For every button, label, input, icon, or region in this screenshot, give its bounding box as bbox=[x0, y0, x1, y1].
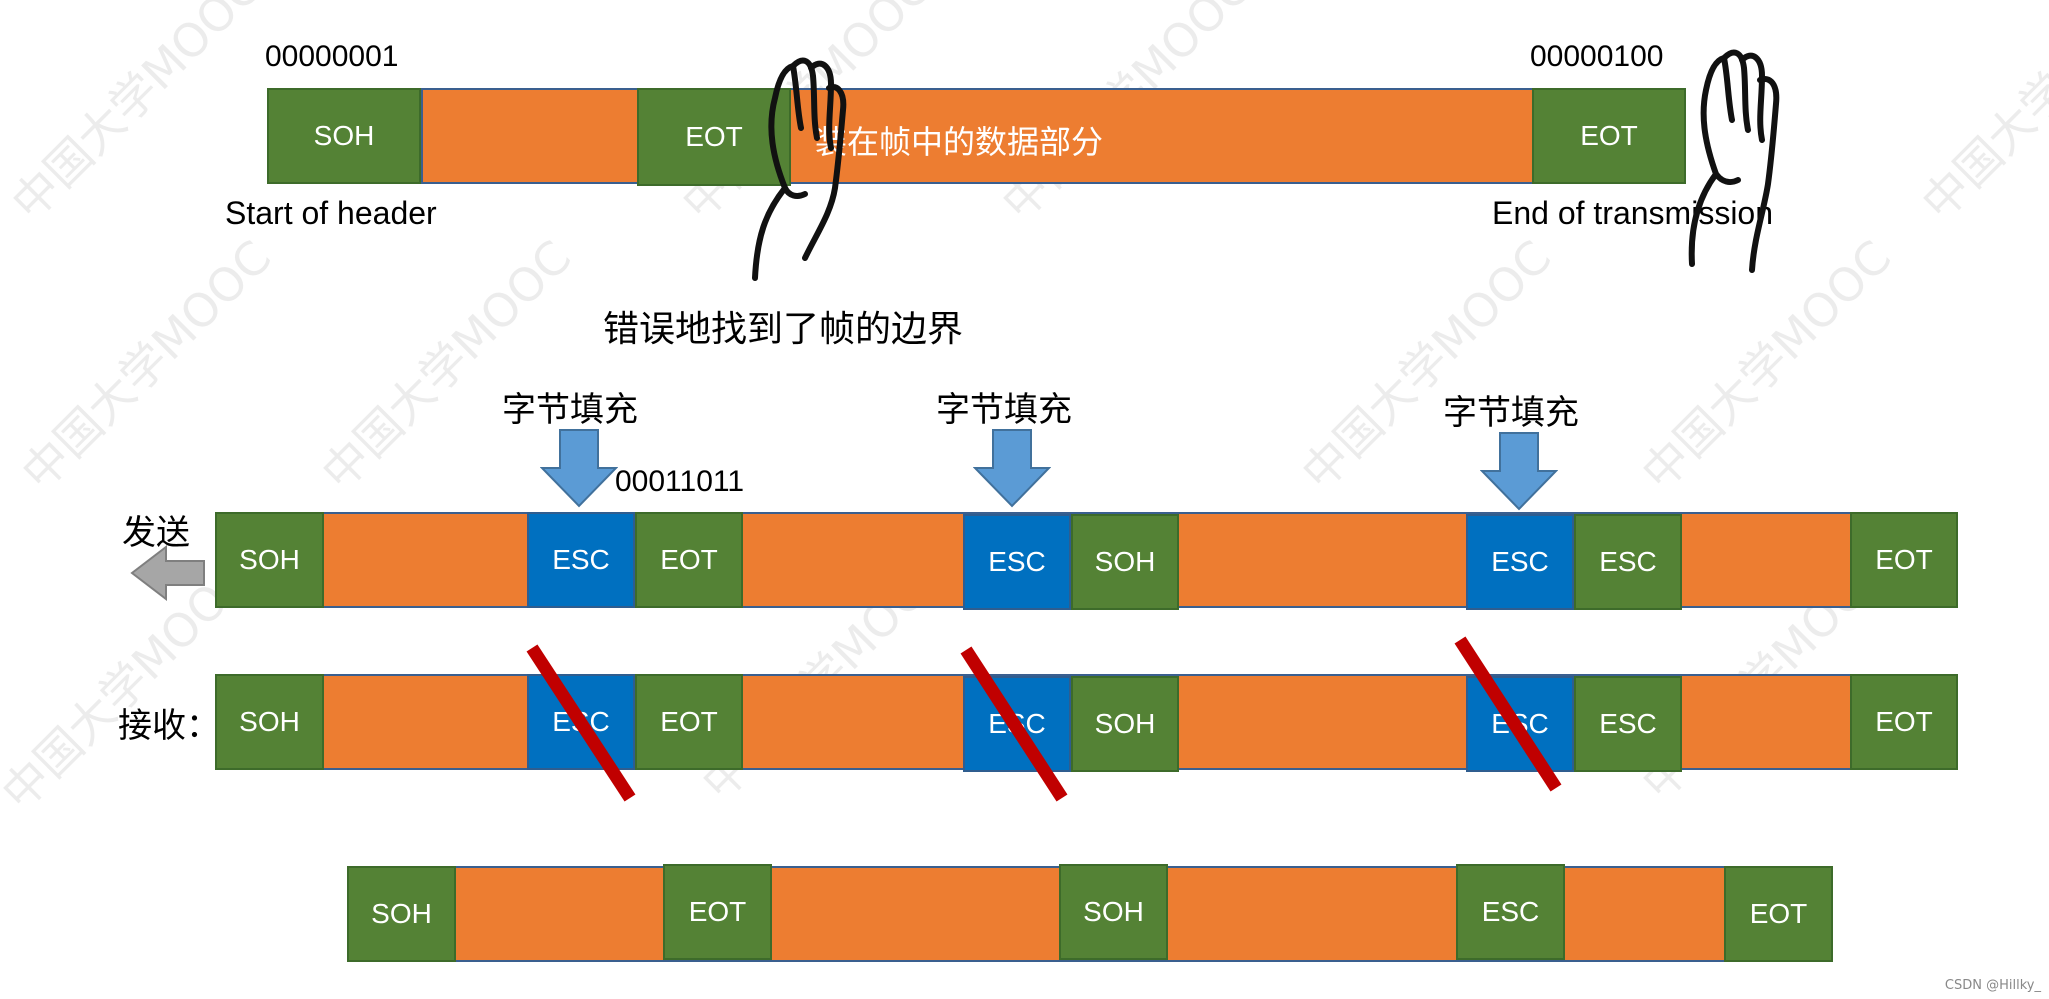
byte-stuffing-label: 字节填充 bbox=[502, 390, 638, 430]
receive-cell-soh: SOH bbox=[215, 674, 324, 770]
data-part-label: 装在帧中的数据部分 bbox=[815, 123, 1104, 161]
result-cell-eot-data: EOT bbox=[663, 864, 772, 960]
down-arrow-icon bbox=[540, 429, 618, 508]
frame-segment-eot: EOT bbox=[1532, 88, 1686, 184]
left-arrow-icon bbox=[130, 545, 205, 601]
byte-stuffing-label: 字节填充 bbox=[936, 390, 1072, 430]
send-cell-soh: SOH bbox=[215, 512, 324, 608]
send-cell-esc-stuffed: ESC bbox=[963, 514, 1071, 610]
result-cell-esc-data: ESC bbox=[1456, 864, 1565, 960]
strike-mark bbox=[1454, 636, 1562, 792]
strike-mark bbox=[960, 646, 1068, 802]
hand-icon bbox=[752, 57, 847, 281]
esc-bit-pattern: 00011011 bbox=[615, 465, 745, 498]
send-cell-esc-stuffed: ESC bbox=[1466, 514, 1574, 610]
send-label: 发送 bbox=[122, 513, 190, 553]
footer-credit: CSDN @Hillky_ bbox=[1944, 978, 2041, 993]
watermark: 中国大学MOOC bbox=[11, 229, 282, 501]
down-arrow-icon bbox=[973, 429, 1051, 508]
result-cell-soh: SOH bbox=[347, 866, 456, 962]
send-cell-eot-end: EOT bbox=[1850, 512, 1958, 608]
error-boundary-caption: 错误地找到了帧的边界 bbox=[603, 308, 964, 349]
strike-mark bbox=[526, 644, 636, 802]
send-cell-eot: EOT bbox=[635, 512, 743, 608]
receive-cell-esc-removed: ESC bbox=[963, 676, 1071, 772]
byte-stuffing-label: 字节填充 bbox=[1443, 393, 1579, 433]
result-cell-soh-data: SOH bbox=[1059, 864, 1168, 960]
down-arrow-icon bbox=[1480, 432, 1558, 511]
receive-cell-soh-data: SOH bbox=[1071, 676, 1179, 772]
eot-bit-pattern: 00000100 bbox=[1530, 40, 1664, 73]
frame-segment-data bbox=[421, 88, 1534, 184]
receive-label: 接收： bbox=[118, 706, 220, 746]
frame-segment-soh: SOH bbox=[267, 88, 421, 184]
receive-cell-eot: EOT bbox=[635, 674, 743, 770]
send-cell-soh-data: SOH bbox=[1071, 514, 1179, 610]
send-cell-esc-stuffed: ESC bbox=[527, 512, 635, 608]
end-of-transmission-label: End of transmission bbox=[1492, 195, 1774, 231]
frame-segment-eot-inner: EOT bbox=[637, 88, 791, 186]
watermark: 中国大学MOOC bbox=[1911, 0, 2049, 231]
send-cell-esc-data: ESC bbox=[1574, 514, 1682, 610]
soh-bit-pattern: 00000001 bbox=[265, 40, 399, 73]
receive-cell-esc-data: ESC bbox=[1574, 676, 1682, 772]
receive-cell-eot-end: EOT bbox=[1850, 674, 1958, 770]
result-cell-eot-end: EOT bbox=[1724, 866, 1833, 962]
start-of-header-label: Start of header bbox=[225, 195, 437, 231]
hand-icon bbox=[1688, 49, 1780, 273]
